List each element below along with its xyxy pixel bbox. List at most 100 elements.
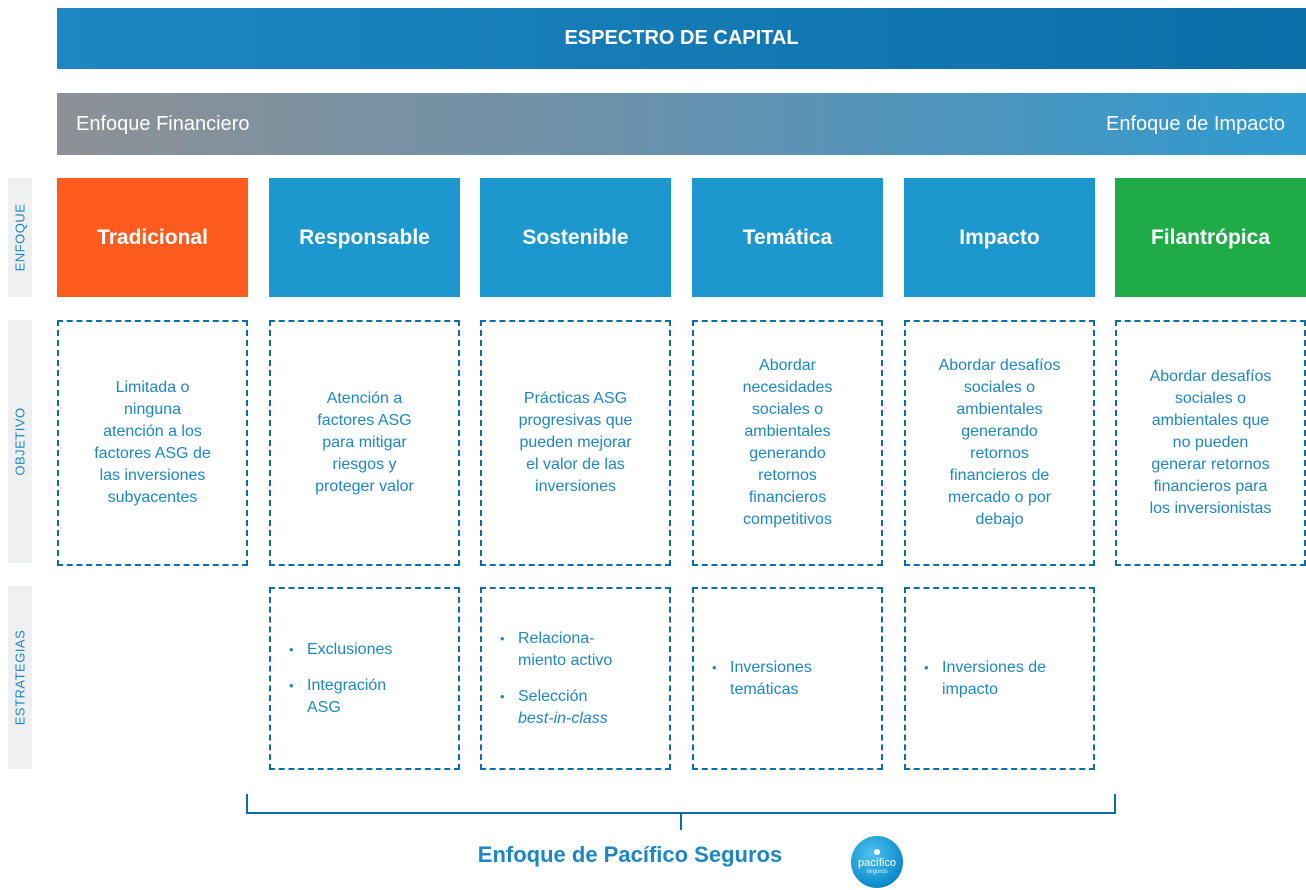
- strategy-line: Inversiones de: [942, 658, 1047, 676]
- objetivo-line: Abordar: [759, 357, 816, 374]
- strategy-line: temáticas: [730, 680, 799, 698]
- bullet-icon: •: [500, 688, 505, 704]
- strategy-line: Integración: [307, 676, 387, 694]
- row-label-enfoque: ENFOQUE: [8, 178, 32, 297]
- strategy-item: • Inversiones de impacto: [922, 657, 1085, 701]
- column-header-sostenible: Sostenible: [480, 178, 671, 297]
- objetivo-box-impacto: Abordar desafíos sociales o ambientales …: [904, 320, 1095, 566]
- spectrum-left-label: Enfoque Financiero: [76, 112, 250, 135]
- objetivo-line: competitivos: [743, 511, 832, 528]
- objetivo-line: para mitigar: [322, 434, 407, 451]
- objetivo-line: pueden mejorar: [519, 434, 632, 451]
- objetivo-line: ambientales que: [1151, 412, 1270, 429]
- strategy-line: miento activo: [518, 651, 613, 669]
- objetivo-line: factores ASG: [317, 412, 412, 429]
- footer-caption: Enfoque de Pacífico Seguros: [477, 842, 783, 867]
- column-header-label: Filantrópica: [1150, 225, 1271, 249]
- column-header-label: Tradicional: [97, 225, 208, 249]
- logo-dot-icon: [874, 849, 880, 855]
- bullet-icon: •: [924, 659, 929, 675]
- bullet-icon: •: [712, 659, 717, 675]
- objetivo-box-responsable: Atención a factores ASG para mitigar rie…: [269, 320, 460, 566]
- objetivo-line: ambientales: [744, 423, 831, 440]
- bullet-icon: •: [500, 630, 505, 646]
- objetivo-box-tematica: Abordar necesidades sociales o ambiental…: [692, 320, 883, 566]
- objetivo-line: Abordar desafíos: [1149, 368, 1272, 385]
- objetivo-line: debajo: [975, 511, 1024, 528]
- scope-bracket-stem: [680, 812, 682, 830]
- objetivo-line: sociales o: [1174, 390, 1247, 407]
- objetivo-line: generando: [749, 445, 826, 462]
- objetivo-line: generar retornos: [1151, 456, 1270, 473]
- objetivo-line: financieros para: [1153, 478, 1268, 495]
- column-header-label: Responsable: [299, 225, 430, 249]
- strategy-item: • Selección best-in-class: [498, 686, 661, 730]
- column-header-label: Temática: [742, 225, 833, 249]
- objetivo-line: progresivas que: [518, 412, 633, 429]
- row-label-estrategias: ESTRATEGIAS: [8, 586, 32, 769]
- objetivo-line: atención a los: [103, 423, 202, 440]
- column-header-label: Impacto: [959, 225, 1040, 249]
- estrategias-box-impacto: • Inversiones de impacto: [904, 587, 1095, 770]
- strategy-line: Exclusiones: [307, 640, 393, 658]
- objetivo-line: los inversionistas: [1149, 500, 1272, 517]
- strategy-item: • Relaciona- miento activo: [498, 628, 661, 672]
- column-header-filantropica: Filantrópica: [1115, 178, 1306, 297]
- strategy-line: Inversiones: [730, 658, 812, 676]
- column-header-tradicional: Tradicional: [57, 178, 248, 297]
- estrategias-box-sostenible: • Relaciona- miento activo • Selección b…: [480, 587, 671, 770]
- row-label-estrategias-text: ESTRATEGIAS: [12, 629, 28, 726]
- row-label-objetivo-text: OBJETIVO: [12, 407, 28, 476]
- objetivo-line: inversiones: [535, 478, 616, 495]
- spectrum-title: ESPECTRO DE CAPITAL: [57, 8, 1306, 69]
- logo-text: pacífico: [858, 857, 896, 869]
- objetivo-line: ninguna: [124, 401, 181, 418]
- bullet-icon: •: [289, 677, 294, 693]
- strategy-item: • Exclusiones: [287, 639, 450, 661]
- strategy-item: • Integración ASG: [287, 675, 450, 719]
- estrategias-box-responsable: • Exclusiones • Integración ASG: [269, 587, 460, 770]
- estrategias-box-tematica: • Inversiones temáticas: [692, 587, 883, 770]
- spectrum-title-text: ESPECTRO DE CAPITAL: [564, 27, 799, 49]
- strategy-line: impacto: [942, 680, 999, 698]
- objetivo-line: ambientales: [956, 401, 1043, 418]
- objetivo-box-tradicional: Limitada o ninguna atención a los factor…: [57, 320, 248, 566]
- bullet-icon: •: [289, 641, 294, 657]
- objetivo-line: Atención a: [326, 390, 403, 407]
- strategy-line: best-in-class: [518, 709, 608, 727]
- objetivo-box-sostenible: Prácticas ASG progresivas que pueden mej…: [480, 320, 671, 566]
- scope-bracket: [246, 794, 1116, 814]
- objetivo-line: Limitada o: [115, 379, 190, 396]
- objetivo-box-filantropica: Abordar desafíos sociales o ambientales …: [1115, 320, 1306, 566]
- objetivo-line: el valor de las: [526, 456, 625, 473]
- objetivo-line: Prácticas ASG: [523, 390, 628, 407]
- column-header-label: Sostenible: [522, 225, 629, 249]
- objetivo-line: sociales o: [751, 401, 824, 418]
- objetivo-line: financieros: [748, 489, 827, 506]
- spectrum-axis-bar: Enfoque Financiero Enfoque de Impacto: [57, 93, 1306, 155]
- objetivo-line: retornos: [970, 445, 1029, 462]
- row-label-enfoque-text: ENFOQUE: [12, 203, 28, 272]
- objetivo-line: proteger valor: [315, 478, 414, 495]
- spectrum-right-label: Enfoque de Impacto: [1105, 112, 1285, 135]
- objetivo-line: factores ASG de: [94, 445, 211, 462]
- column-header-tematica: Temática: [692, 178, 883, 297]
- objetivo-line: no pueden: [1172, 434, 1249, 451]
- objetivo-line: riesgos y: [332, 456, 397, 473]
- objetivo-line: necesidades: [742, 379, 833, 396]
- strategy-line: ASG: [307, 698, 341, 716]
- row-label-objetivo: OBJETIVO: [8, 320, 32, 563]
- objetivo-line: subyacentes: [107, 489, 198, 506]
- logo-subtext: seguros: [866, 869, 888, 875]
- objetivo-line: mercado o por: [947, 489, 1052, 506]
- column-header-impacto: Impacto: [904, 178, 1095, 297]
- strategy-item: • Inversiones temáticas: [710, 657, 873, 701]
- objetivo-line: retornos: [758, 467, 817, 484]
- objetivo-line: financieros de: [949, 467, 1050, 484]
- objetivo-line: Abordar desafíos: [938, 357, 1061, 374]
- strategy-line: Relaciona-: [518, 629, 595, 647]
- pacifico-logo: pacífico seguros: [851, 836, 903, 888]
- column-header-responsable: Responsable: [269, 178, 460, 297]
- objetivo-line: sociales o: [963, 379, 1036, 396]
- objetivo-line: las inversiones: [99, 467, 206, 484]
